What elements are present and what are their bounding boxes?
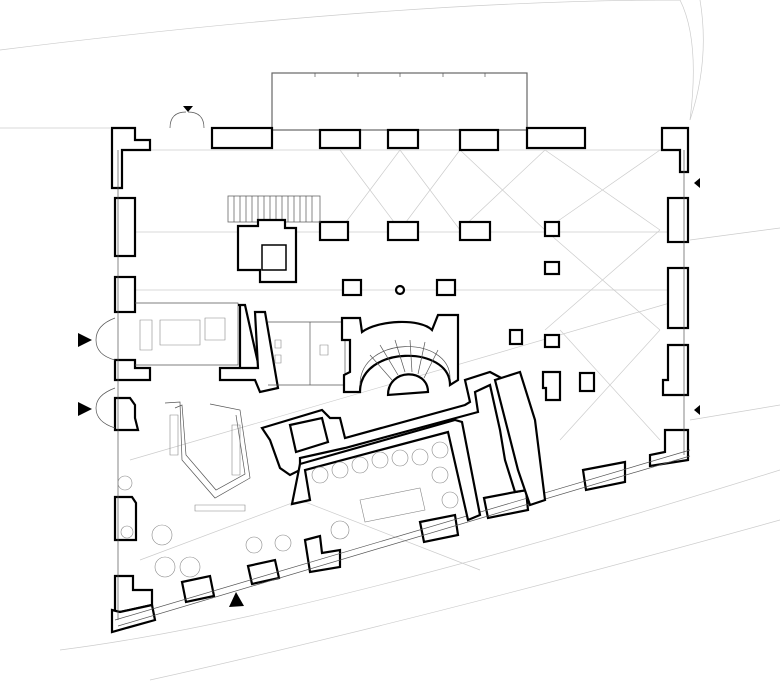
- furniture: [117, 441, 459, 578]
- entrance-markers: [78, 106, 700, 607]
- exterior-walls: [110, 126, 691, 634]
- vault-lines: [129, 149, 681, 571]
- entrance-south-icon: [229, 592, 244, 607]
- entrance-east-2-icon: [694, 405, 700, 415]
- spiral-stair: [340, 313, 460, 397]
- entrance-west-2-icon: [78, 402, 92, 416]
- entrance-west-1-icon: [78, 333, 92, 347]
- stair-north: [227, 195, 321, 284]
- bar-counter: [164, 401, 251, 512]
- restrooms: [268, 321, 346, 386]
- entrance-north-icon: [183, 106, 193, 112]
- terrace: [271, 72, 528, 131]
- kitchen: [135, 302, 280, 394]
- dining-hall-walls: [260, 370, 547, 522]
- entrance-east-1-icon: [694, 178, 700, 188]
- interior-piers: [318, 220, 596, 402]
- site-lines: [0, 0, 780, 681]
